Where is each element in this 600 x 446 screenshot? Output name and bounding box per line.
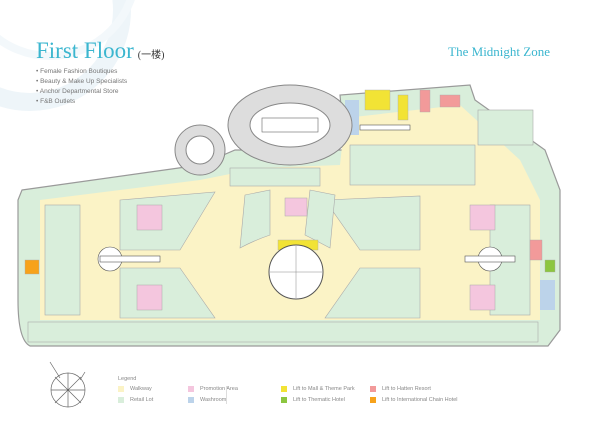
zone-title: The Midnight Zone [448,44,550,59]
legend-lift-intl-hotel: Lift to International Chain Hotel [370,397,458,403]
legend-divider [226,386,227,404]
feature-list: Female Fashion Boutiques Beauty & Make U… [36,67,127,107]
legend-washroom: Washroom [188,397,226,403]
legend-walkway: Walkway [118,386,152,392]
legend-retail-lot: Retail Lot [118,397,153,403]
feature-item: Female Fashion Boutiques [36,67,127,77]
round-tower [174,124,226,176]
feature-item: Beauty & Make Up Specialists [36,77,127,87]
legend-promotion-area: Promotion Area [188,386,238,392]
legend-lift-mall: Lift to Mall & Theme Park [281,386,355,392]
legend-lift-hatten: Lift to Hatten Resort [370,386,431,392]
feature-item: Anchor Departmental Store [36,87,127,97]
legend-title: Legend [118,376,137,382]
promotion-areas [136,197,496,311]
page-title: First Floor(一楼) [36,38,165,63]
legend: Legend Walkway Retail Lot Promotion Area… [118,376,518,408]
decorative-arc [0,0,135,111]
compass-icon [49,361,86,408]
escalators [97,124,516,272]
atrium [268,244,324,300]
stadium [227,84,353,166]
feature-item: F&B Outlets [36,97,127,107]
legend-lift-thematic: Lift to Thematic Hotel [281,397,345,403]
